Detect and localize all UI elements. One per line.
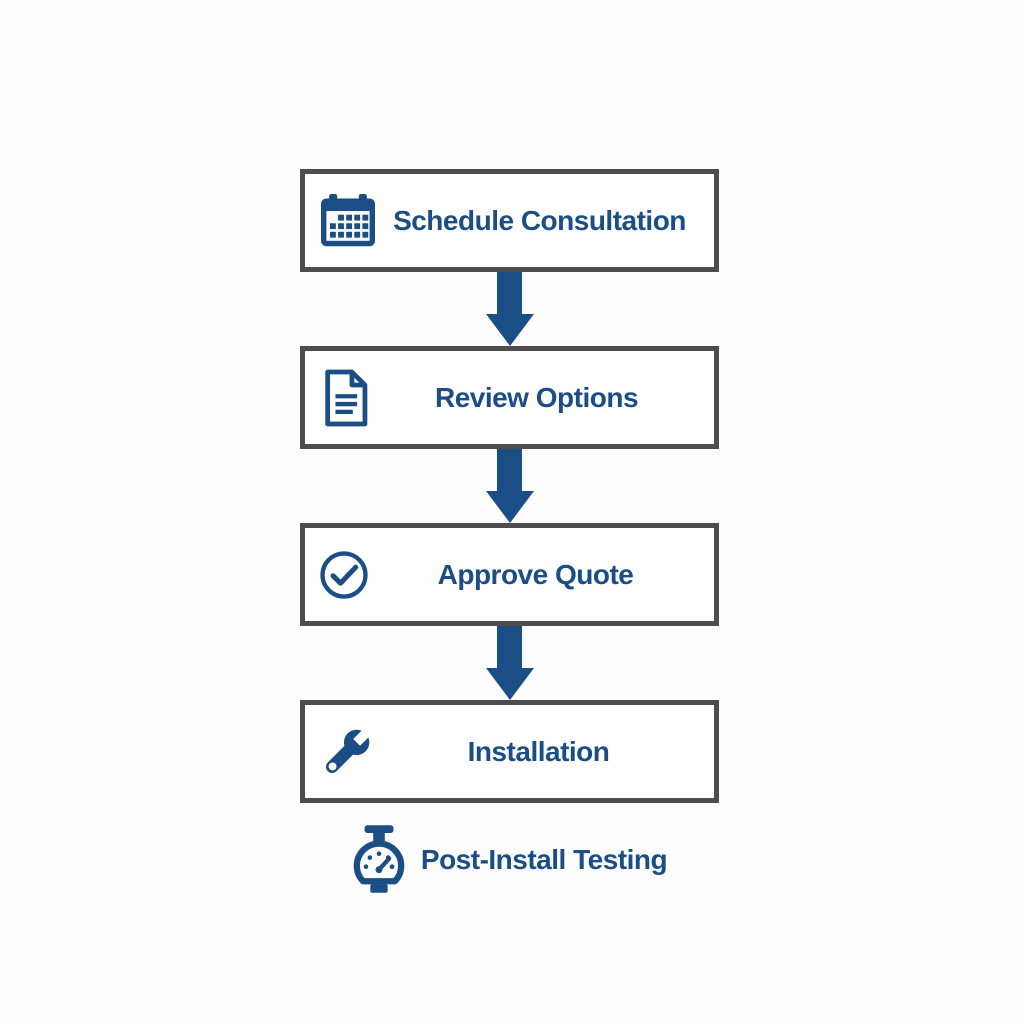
arrow-shaft <box>497 272 522 314</box>
step-label: Approve Quote <box>437 558 634 590</box>
flow-column: Schedule Consultation Review Options <box>300 169 719 895</box>
step-box-schedule-consultation: Schedule Consultation <box>300 169 719 272</box>
arrow-shaft <box>497 626 522 668</box>
arrow-head <box>485 668 534 700</box>
step-post-install-testing: Post-Install Testing <box>300 825 719 895</box>
flow-arrow <box>300 626 719 700</box>
document-icon <box>319 369 371 427</box>
arrow-shaft <box>497 449 522 491</box>
arrow-head <box>485 314 534 346</box>
step-box-review-options: Review Options <box>300 346 719 449</box>
flow-arrow <box>300 272 719 346</box>
flow-arrow <box>300 449 719 523</box>
step-box-installation: Installation <box>300 700 719 803</box>
gauge-icon <box>352 825 406 895</box>
step-label: Review Options <box>434 381 639 413</box>
step-box-approve-quote: Approve Quote <box>300 523 719 626</box>
step-label: Post-Install Testing <box>420 844 668 875</box>
wrench-icon <box>319 723 375 780</box>
step-label: Installation <box>467 735 610 767</box>
arrow-head <box>485 491 534 523</box>
calendar-icon <box>319 193 377 248</box>
check-circle-icon <box>319 550 369 600</box>
step-label: Schedule Consultation <box>393 204 686 236</box>
